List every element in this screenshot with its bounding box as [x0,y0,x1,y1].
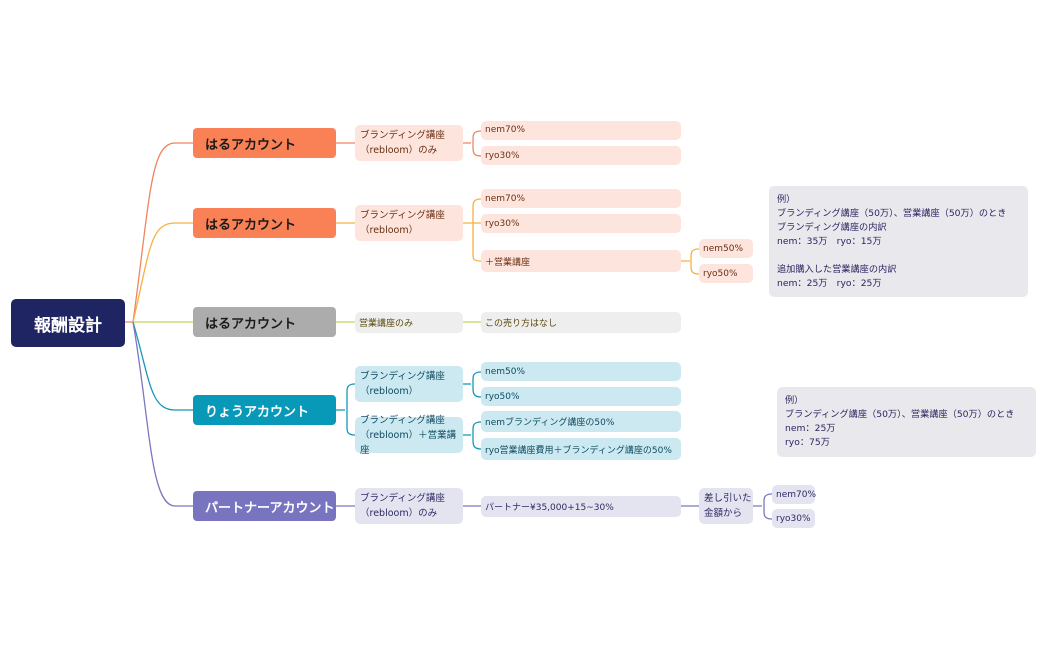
branch-haru-3[interactable]: はるアカウント [193,307,336,337]
leaf-ryo-sales-plus-branding[interactable]: ryo営業講座費用＋ブランディング講座の50% [481,438,681,460]
leaf-label: nemブランディング講座の50% [485,418,615,428]
topic-deducted-amount[interactable]: 差し引いた 金額から [699,488,753,524]
topic-label: パートナー¥35,000+15~30% [485,503,614,513]
leaf-label: ryo50% [703,268,738,279]
branch-label: りょうアカウント [205,404,310,420]
leaf-nem70[interactable]: nem70% [772,485,817,504]
root-label: 報酬設計 [34,315,102,336]
topic-branding-only[interactable]: ブランディング講座 （rebloom）のみ [355,125,463,161]
topic-label: ブランディング講座 （rebloom）のみ [360,130,445,156]
root-topic[interactable]: 報酬設計 [11,299,125,347]
leaf-label: nem70% [485,125,526,135]
leaf-nem50[interactable]: nem50% [699,239,753,258]
topic-branding-only[interactable]: ブランディング講座 （rebloom）のみ [355,488,463,524]
leaf-ryo50[interactable]: ryo50% [699,264,753,283]
leaf-ryo30[interactable]: ryo30% [481,214,681,233]
topic-branding[interactable]: ブランディング講座 （rebloom） [355,205,463,241]
leaf-ryo30[interactable]: ryo30% [772,509,815,528]
branch-haru-1[interactable]: はるアカウント [193,128,336,158]
branch-label: はるアカウント [205,137,297,153]
branch-ryo[interactable]: りょうアカウント [193,395,336,425]
note-example-haru: 例） ブランディング講座（50万）、営業講座（50万）のとき ブランディング講座… [769,186,1028,297]
topic-label: 差し引いた 金額から [704,493,752,519]
branch-label: はるアカウント [205,217,297,233]
leaf-label: ryo30% [776,513,811,524]
topic-sales-only[interactable]: 営業講座のみ [355,312,463,333]
leaf-nem-branding-50[interactable]: nemブランディング講座の50% [481,411,681,432]
branch-partner[interactable]: パートナーアカウント [193,491,336,521]
topic-plus-sales[interactable]: ＋営業講座 [481,250,681,272]
leaf-nem50[interactable]: nem50% [481,362,681,381]
note-example-ryo: 例） ブランディング講座（50万）、営業講座（50万）のとき nem：25万 r… [777,387,1036,457]
topic-branding[interactable]: ブランディング講座 （rebloom） [355,366,463,402]
branch-label: パートナーアカウント [205,500,335,516]
leaf-label: ryo50% [485,391,520,402]
topic-label: ブランディング講座 （rebloom）のみ [360,493,445,519]
leaf-nem70[interactable]: nem70% [481,121,681,140]
leaf-no-sale[interactable]: この売り方はなし [481,312,681,333]
leaf-nem70[interactable]: nem70% [481,189,681,208]
topic-label: ブランディング講座 （rebloom） [360,210,445,236]
topic-label: ブランディング講座 （rebloom）＋営業講座 [360,414,457,456]
leaf-ryo50[interactable]: ryo50% [481,387,681,406]
topic-label: 営業講座のみ [359,319,414,329]
leaf-label: nem70% [776,489,817,500]
leaf-label: nem70% [485,193,526,204]
branch-haru-2[interactable]: はるアカウント [193,208,336,238]
leaf-label: nem50% [485,366,526,377]
topic-partner-fee[interactable]: パートナー¥35,000+15~30% [481,496,681,517]
leaf-label: この売り方はなし [485,319,558,329]
topic-label: ＋営業講座 [485,257,531,268]
topic-branding-plus-sales[interactable]: ブランディング講座 （rebloom）＋営業講座 [355,415,463,456]
topic-label: ブランディング講座 （rebloom） [360,371,445,397]
leaf-label: ryo30% [485,150,520,161]
leaf-label: ryo営業講座費用＋ブランディング講座の50% [485,445,672,456]
leaf-label: nem50% [703,243,744,254]
leaf-ryo30[interactable]: ryo30% [481,146,681,165]
leaf-label: ryo30% [485,218,520,229]
branch-label: はるアカウント [205,316,297,332]
